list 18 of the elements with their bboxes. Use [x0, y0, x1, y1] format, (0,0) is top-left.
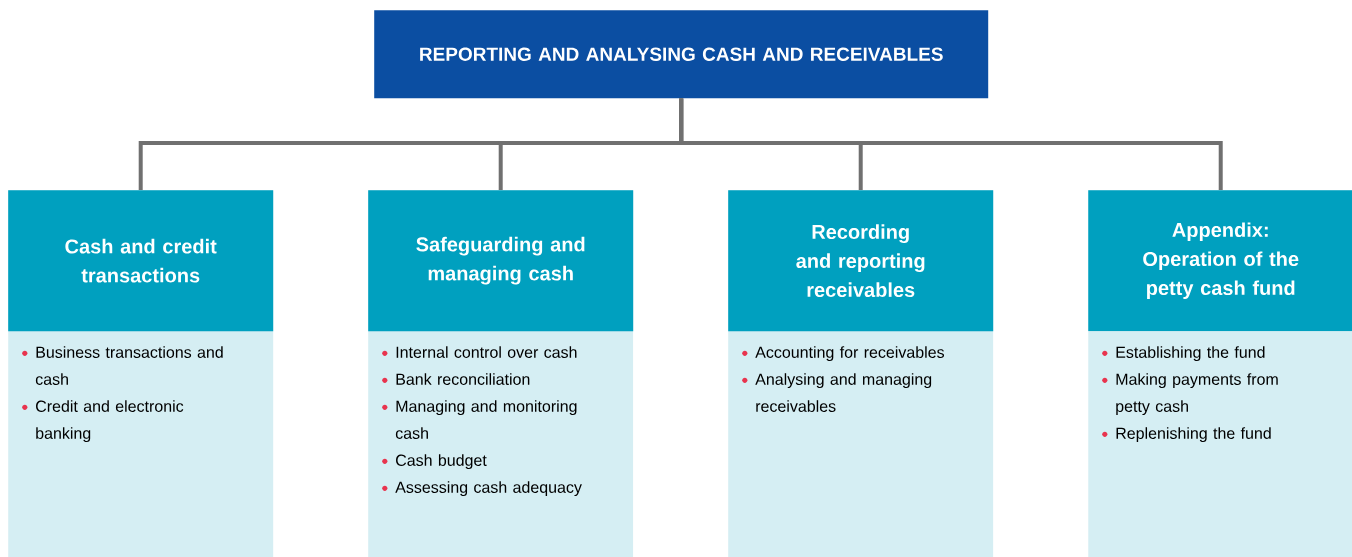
bullet-item: Business transactions and cash — [22, 346, 223, 385]
bullet-item: Analysing and managing receivables — [742, 373, 932, 412]
bullet-item: Replenishing the fund — [1102, 427, 1271, 443]
column-header: Safeguarding and managing cash — [368, 190, 634, 332]
column-header: Recording and reporting receivables — [728, 190, 994, 332]
bullet-item: Making payments from petty cash — [1102, 373, 1278, 416]
bullet-item: Bank reconciliation — [382, 373, 530, 385]
column-header: Cash and credit transactions — [8, 190, 274, 332]
bullet-item: Assessing cash adequacy — [382, 481, 582, 497]
bullet-item: Establishing the fund — [1102, 346, 1265, 362]
column-header: Appendix: Operation of the petty cash fund — [1088, 190, 1352, 332]
bullet-item: Internal control over cash — [382, 346, 577, 358]
title-box: REPORTING AND ANALYSING CASH AND RECEIVABLES — [374, 10, 989, 99]
bullet-item: Cash budget — [382, 454, 487, 470]
connector-line — [679, 98, 1223, 190]
bullet-item: Accounting for receivables — [742, 346, 944, 362]
bullet-item: Credit and electronic banking — [22, 400, 184, 443]
bullet-item: Managing and monitoring cash — [382, 400, 577, 439]
